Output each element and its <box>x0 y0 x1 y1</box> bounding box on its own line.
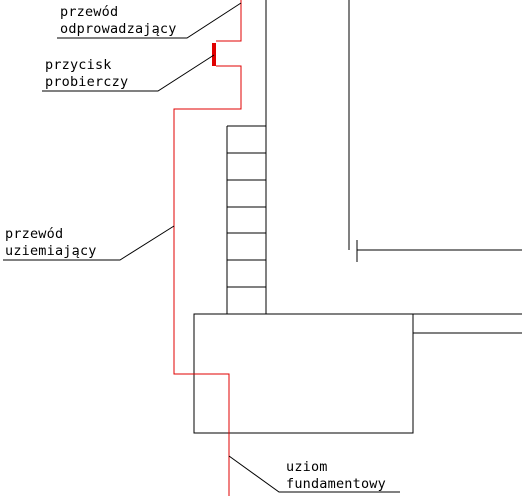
test-clamp-label-line1: przycisk <box>45 57 112 73</box>
brick-column <box>226 125 266 314</box>
earthing-wire <box>173 65 242 496</box>
lead-wire-leader <box>57 2 242 39</box>
grounding-conductor <box>173 0 242 496</box>
earthing-wire-leader <box>3 225 175 261</box>
inner-wall <box>348 0 522 262</box>
leader-lines <box>3 2 400 493</box>
foundation-earth-label-line2: fundamentowy <box>286 476 386 492</box>
foundation-earth-label-line1: uziom <box>286 459 328 475</box>
building-structure <box>193 0 522 434</box>
floor-slab <box>413 313 522 334</box>
test-clamp-leader <box>42 54 215 92</box>
test-clamp-label-line2: probierczy <box>45 74 128 90</box>
earthing-wire-label-line1: przewód <box>5 226 63 242</box>
foundation-earth-leader <box>228 455 400 493</box>
lead-wire-label-line1: przewód <box>60 4 118 20</box>
lead-wire-label-line2: odprowadzający <box>60 21 177 37</box>
earthing-wire-label-line2: uziemiający <box>5 243 97 259</box>
lead-wire <box>216 0 242 42</box>
